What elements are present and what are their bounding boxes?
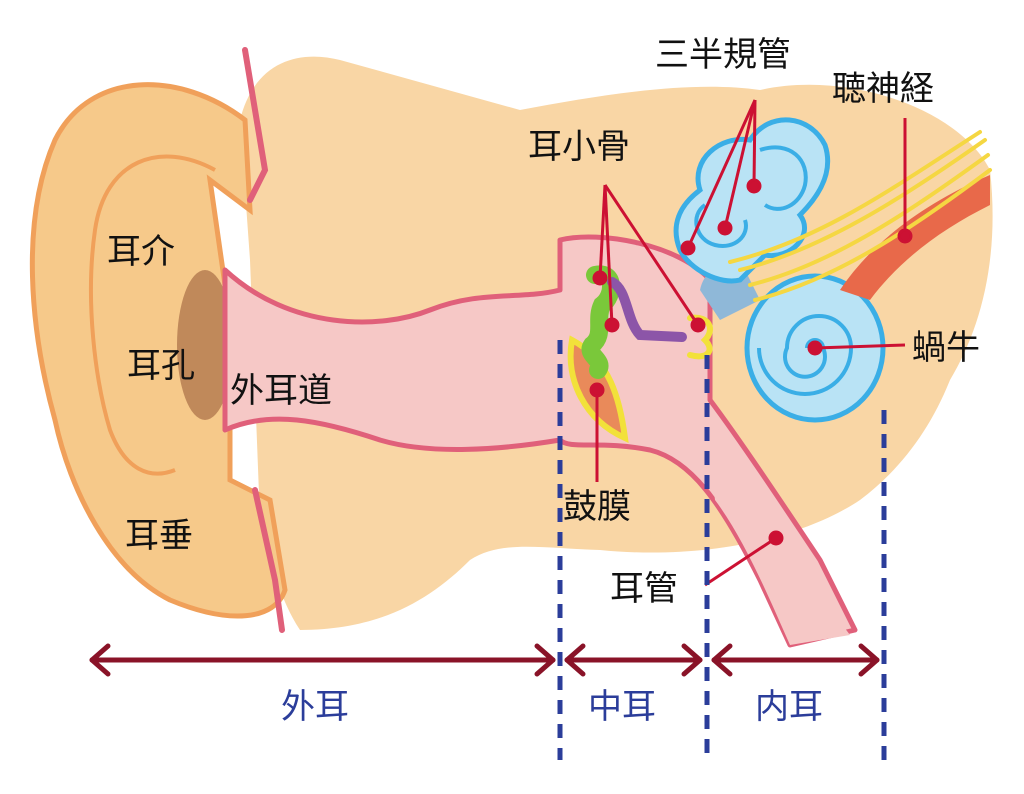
semicircular-canal-loop-2 [694,203,748,248]
nerve-bundle-shape [840,175,990,300]
label-eardrum: 鼓膜 [563,487,631,527]
pinna-inner-fold [88,154,216,476]
ear-hole-shape [177,270,233,420]
label-middle-ear: 中耳 [588,687,656,727]
region-arrows [89,643,880,677]
pointers [589,99,913,587]
label-cochlea: 蝸牛 [912,328,980,368]
label-earlobe: 耳垂 [125,516,193,556]
semicircular-canal-loop-1 [759,145,808,211]
label-semicircular-canals: 三半規管 [655,35,791,75]
eustachian-tube-shape [705,410,850,645]
ear-canal-shape [222,234,858,648]
cochlea-spiral [757,314,854,396]
label-auditory-nerve: 聴神経 [832,69,934,109]
region-dividers [557,340,887,760]
label-eustachian-tube: 耳管 [610,569,678,609]
label-ear-canal: 外耳道 [230,371,332,411]
tragus-edge [252,487,285,633]
pinna-helix-edge [242,47,269,203]
nerve-fibers [728,130,992,302]
incus-shape [607,277,687,342]
label-ear-hole: 耳孔 [127,346,195,386]
label-pinna: 耳介 [107,232,175,272]
stapes-shape [687,314,713,360]
label-ossicles: 耳小骨 [528,127,630,167]
label-outer-ear: 外耳 [281,687,349,727]
label-inner-ear: 内耳 [755,687,823,727]
